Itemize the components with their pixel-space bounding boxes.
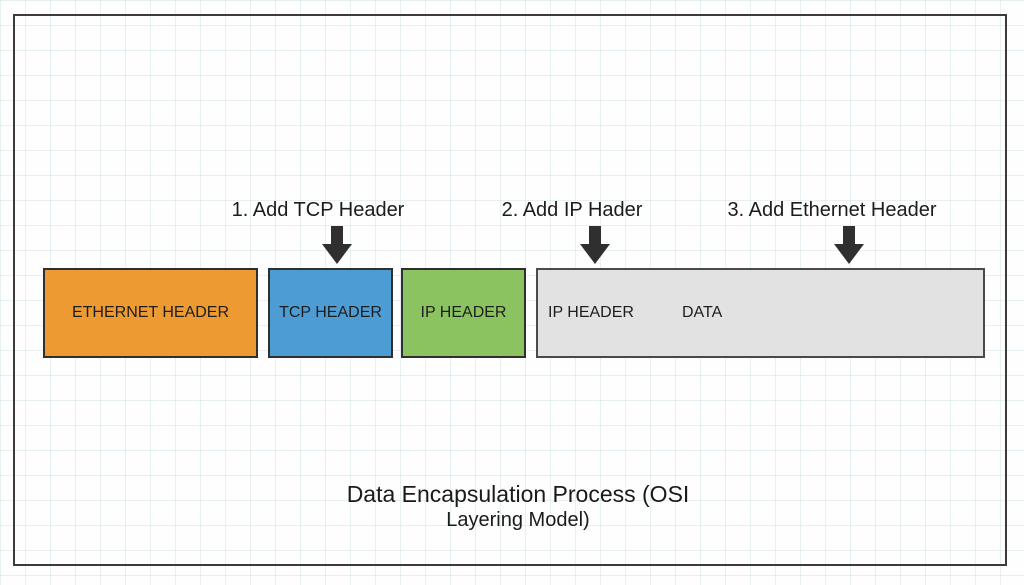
- diagram-title-line2: Layering Model): [446, 509, 590, 531]
- diagram-title-line1: Data Encapsulation Process (OSI: [346, 481, 690, 507]
- ip-header-box-label: IP HEADER: [420, 304, 507, 321]
- ip-header-box: IP HEADER: [401, 268, 526, 358]
- diagram-title: Data Encapsulation Process (OSI Layering…: [218, 480, 818, 533]
- ethernet-header-box-label: ETHERNET HEADER: [71, 304, 230, 321]
- down-arrow-icon: [322, 226, 352, 264]
- down-arrow-icon: [580, 226, 610, 264]
- step-label-add-ethernet-header: 3. Add Ethernet Header: [727, 199, 937, 221]
- packet-ip-header-label: IP HEADER: [548, 304, 634, 321]
- packet-data-label: DATA: [681, 304, 723, 321]
- tcp-header-box-label: TCP HEADER: [279, 304, 382, 321]
- ip-packet-box: IP HEADER DATA: [536, 268, 985, 358]
- down-arrow-icon: [834, 226, 864, 264]
- step-label-add-ip-header: 2. Add IP Hader: [501, 199, 643, 221]
- ethernet-header-box: ETHERNET HEADER: [43, 268, 258, 358]
- step-label-add-tcp-header: 1. Add TCP Header: [231, 199, 405, 221]
- tcp-header-box: TCP HEADER: [268, 268, 393, 358]
